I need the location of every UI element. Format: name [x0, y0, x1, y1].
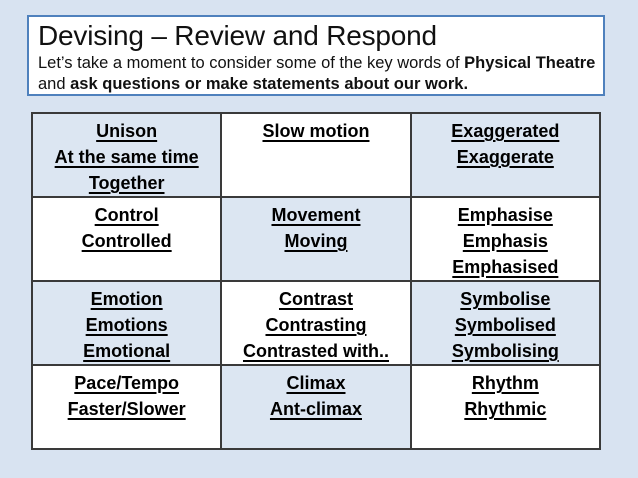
table-cell-emotion: Emotion Emotions Emotional — [30, 280, 223, 366]
table-cell-climax: Climax Ant-climax — [220, 364, 412, 450]
keyword-line: Moving — [284, 231, 348, 251]
slide-title: Devising – Review and Respond — [38, 20, 437, 51]
keyword-line: Symbolised — [454, 315, 556, 335]
table-row: Control Controlled Movement Moving Empha… — [30, 196, 602, 282]
table-cell-symbolise: Symbolise Symbolised Symbolising — [409, 280, 602, 366]
keywords-table: Unison At the same time Together Slow mo… — [30, 112, 602, 450]
keyword-line: Control — [94, 205, 159, 225]
keyword-line: Emphasised — [452, 257, 559, 277]
table-cell-rhythm: Rhythm Rhythmic — [409, 364, 602, 450]
keyword-line: Movement — [271, 205, 361, 225]
table-row: Unison At the same time Together Slow mo… — [30, 112, 602, 198]
keyword-line: Emphasise — [457, 205, 553, 225]
keyword-line: At the same time — [54, 147, 199, 167]
keyword-line: Slow motion — [262, 121, 370, 141]
table-cell-contrast: Contrast Contrasting Contrasted with.. — [220, 280, 412, 366]
keyword-line: Rhythmic — [464, 399, 547, 419]
keyword-line: Symbolising — [451, 341, 559, 361]
keyword-line: Together — [88, 173, 165, 193]
keyword-line: Emotions — [85, 315, 168, 335]
keyword-line: Climax — [286, 373, 346, 393]
keyword-line: Emphasis — [462, 231, 548, 251]
keyword-line: Rhythm — [471, 373, 539, 393]
keyword-line: Symbolise — [460, 289, 551, 309]
subtitle-line-2: and ask questions or make statements abo… — [38, 74, 593, 94]
keyword-line: Emotional — [83, 341, 171, 361]
table-row: Pace/Tempo Faster/Slower Climax Ant-clim… — [30, 364, 602, 450]
keyword-line: Exaggerated — [451, 121, 560, 141]
subtitle-bold-text: Physical Theatre — [464, 54, 596, 72]
keyword-line: Emotion — [90, 289, 163, 309]
subtitle-line-1: Let’s take a moment to consider some of … — [38, 53, 596, 74]
table-cell-slow-motion: Slow motion — [220, 112, 412, 198]
keyword-line: Exaggerate — [456, 147, 554, 167]
table-cell-pace-tempo: Pace/Tempo Faster/Slower — [30, 364, 223, 450]
title-box: Devising – Review and Respond Let’s take… — [27, 15, 605, 96]
keyword-line: Contrasting — [265, 315, 367, 335]
keyword-line: Unison — [96, 121, 158, 141]
subtitle-text: Let’s take a moment to consider some of … — [38, 54, 465, 72]
table-cell-movement: Movement Moving — [220, 196, 412, 282]
keyword-line: Ant-climax — [269, 399, 362, 419]
keyword-line: Contrasted with.. — [242, 341, 389, 361]
subtitle-text: and — [38, 75, 71, 93]
slide-subtitle: Let’s take a moment to consider some of … — [38, 53, 596, 94]
subtitle-bold-text: ask questions or make statements about o… — [70, 75, 469, 93]
keyword-line: Pace/Tempo — [74, 373, 180, 393]
keyword-line: Contrast — [278, 289, 353, 309]
keyword-line: Faster/Slower — [67, 399, 186, 419]
keyword-line: Controlled — [81, 231, 172, 251]
table-cell-unison: Unison At the same time Together — [30, 112, 223, 198]
table-row: Emotion Emotions Emotional Contrast Cont… — [30, 280, 602, 366]
table-cell-exaggerated: Exaggerated Exaggerate — [409, 112, 602, 198]
table-cell-control: Control Controlled — [30, 196, 223, 282]
table-cell-emphasise: Emphasise Emphasis Emphasised — [409, 196, 602, 282]
